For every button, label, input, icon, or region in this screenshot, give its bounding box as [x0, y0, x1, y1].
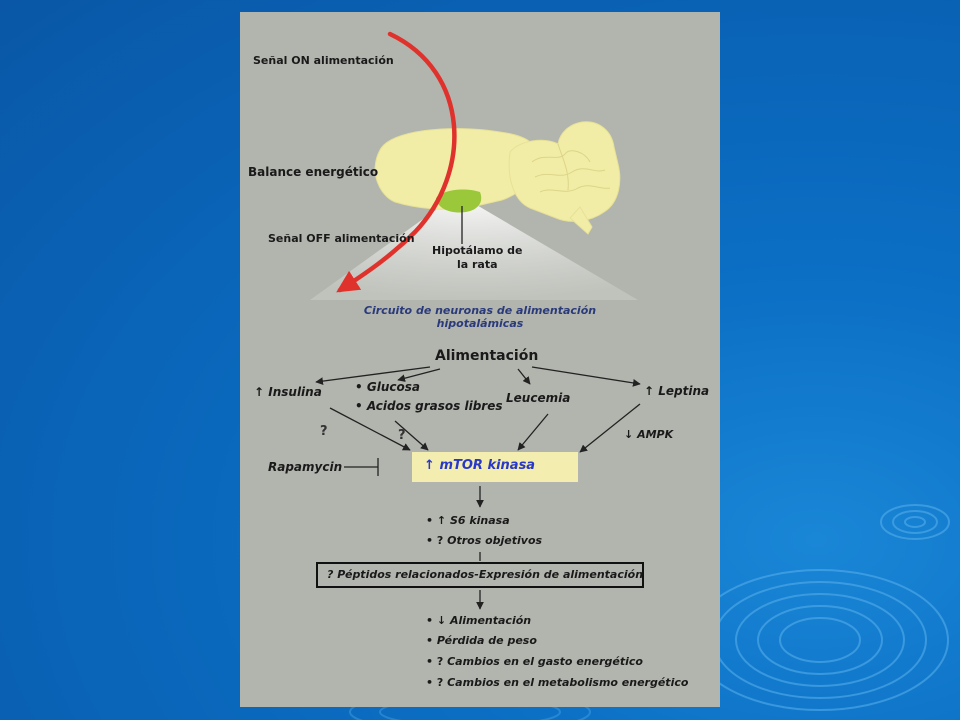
- circuit-label-line1: Circuito de neuronas de alimentación: [363, 304, 597, 317]
- question-mark: ?: [436, 655, 444, 668]
- hypothalamus-label-line1: Hipotálamo de: [432, 244, 523, 257]
- mtor-box: ↑ mTOR kinasa: [412, 452, 578, 482]
- rat-brain: [374, 121, 621, 235]
- cerebellum-folds: [531, 143, 611, 193]
- bullet-icon: •: [426, 534, 434, 547]
- signal-on-label: Señal ON alimentación: [253, 54, 394, 67]
- leukemia-label: Leucemia: [506, 391, 571, 405]
- up-arrow-icon: ↑: [644, 384, 655, 398]
- outcome-item-energy-expenditure: • ? Cambios en el gasto energético: [426, 655, 643, 668]
- s6-kinase-text: S6 kinasa: [449, 514, 510, 527]
- outcome-item-feeding: • ↓ Alimentación: [426, 614, 531, 627]
- circuit-label: Circuito de neuronas de alimentación hip…: [340, 304, 620, 330]
- hypothalamus-label: Hipotálamo de la rata: [432, 244, 522, 272]
- up-arrow-icon: ↑: [436, 514, 447, 527]
- feeding-label: Alimentación: [435, 348, 539, 364]
- insulin-question-mark: ?: [320, 424, 328, 439]
- other-targets-text: Otros objetivos: [447, 534, 543, 547]
- bullet-icon: •: [426, 614, 434, 627]
- up-arrow-icon: ↑: [254, 385, 265, 399]
- diagram-graphics: [310, 31, 641, 610]
- circuit-label-line2: hipotalámicas: [436, 317, 524, 330]
- outcome-item-energy-metabolism: • ? Cambios en el metabolismo energético: [426, 676, 688, 689]
- mtor-text: mTOR kinasa: [439, 458, 536, 473]
- outcome-text: Alimentación: [449, 614, 532, 627]
- question-mark: ?: [436, 534, 444, 547]
- rapamycin-inhibition: [344, 458, 379, 476]
- fatty-acids-label: • Acidos grasos libres: [355, 399, 503, 413]
- up-arrow-icon: ↑: [424, 458, 435, 473]
- bullet-icon: •: [426, 514, 434, 527]
- bullet-icon: •: [426, 655, 434, 668]
- mtor-label: ↑ mTOR kinasa: [424, 458, 535, 473]
- insulin-label: ↑ Insulina: [254, 385, 322, 399]
- leptin-label: ↑ Leptina: [644, 384, 709, 398]
- light-cone: [310, 194, 638, 300]
- figure-panel: Señal ON alimentación Balance energético…: [240, 12, 720, 707]
- glucose-question-mark: ?: [398, 428, 406, 443]
- glucose-text: Glucosa: [366, 380, 420, 394]
- ampk-text: AMPK: [637, 428, 674, 441]
- balance-label: Balance energético: [248, 165, 379, 179]
- ampk-label: ↓ AMPK: [624, 428, 673, 441]
- hypothalamus-label-line2: la rata: [456, 258, 498, 271]
- leptin-text: Leptina: [658, 384, 710, 398]
- outcome-text: Pérdida de peso: [436, 634, 537, 647]
- insulin-text: Insulina: [268, 385, 322, 399]
- outcome-text: Cambios en el gasto energético: [447, 655, 643, 668]
- signal-off-label: Señal OFF alimentación: [268, 232, 415, 245]
- bullet-icon: •: [426, 676, 434, 689]
- peptides-box: ? Péptidos relacionados-Expresión de ali…: [316, 562, 644, 588]
- fatty-acids-text: Acidos grasos libres: [366, 399, 503, 413]
- flow-arrows: [315, 366, 641, 610]
- outcome-item-weight-loss: • Pérdida de peso: [426, 634, 537, 647]
- down-arrow-icon: ↓: [624, 428, 634, 441]
- bullet-icon: •: [426, 634, 434, 647]
- glucose-label: • Glucosa: [355, 380, 420, 394]
- bullet-icon: •: [355, 380, 363, 394]
- question-mark: ?: [436, 676, 444, 689]
- rapamycin-label: Rapamycin: [268, 460, 343, 474]
- other-targets-item: • ? Otros objetivos: [426, 534, 542, 547]
- peptides-label: ? Péptidos relacionados-Expresión de ali…: [327, 568, 644, 581]
- s6-kinase-item: • ↑ S6 kinasa: [426, 514, 510, 527]
- bullet-icon: •: [355, 399, 363, 413]
- signal-arc-arrow: [336, 31, 457, 293]
- down-arrow-icon: ↓: [436, 614, 447, 627]
- outcome-text: Cambios en el metabolismo energético: [447, 676, 689, 689]
- hypothalamus-region: [436, 189, 482, 213]
